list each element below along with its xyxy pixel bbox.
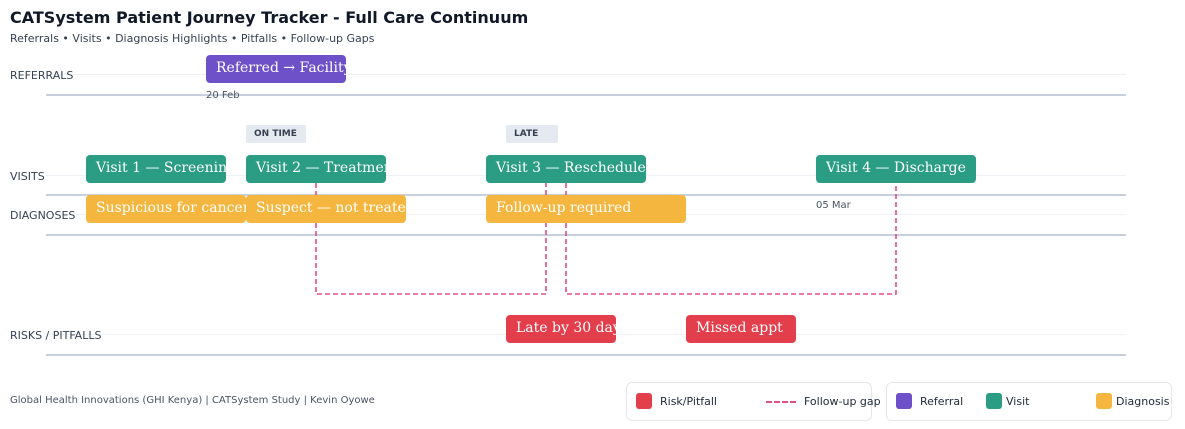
status-badge-visit-3: LATE	[506, 125, 558, 143]
visit-4-date: 05 Mar	[816, 200, 851, 211]
diagnosis-event-1[interactable]: Suspicious for cancer	[86, 195, 246, 223]
lane-label-visits: VISITS	[10, 170, 45, 183]
diagnosis-event-2[interactable]: Suspect — not treated	[246, 195, 406, 223]
lane-line-risks	[46, 354, 1126, 356]
lane-line-referrals	[46, 94, 1126, 96]
visit-event-2[interactable]: Visit 2 — Treatment	[246, 155, 386, 183]
visit-event-3[interactable]: Visit 3 — Rescheduled	[486, 155, 646, 183]
page-subtitle: Referrals • Visits • Diagnosis Highlight…	[10, 32, 375, 45]
referral-date: 20 Feb	[206, 90, 240, 101]
followup-gap-visit3-visit4	[565, 183, 897, 295]
legend-visit-label: Visit	[1006, 395, 1030, 408]
visit-event-4[interactable]: Visit 4 — Discharge	[816, 155, 976, 183]
legend-panel-right	[886, 382, 1172, 421]
followup-gap-visit2-visit3	[315, 183, 547, 295]
footer-credit: Global Health Innovations (GHI Kenya) | …	[10, 395, 375, 406]
lane-label-referrals: REFERRALS	[10, 69, 74, 82]
legend-diagnosis-swatch	[1096, 393, 1112, 409]
lane-label-diagnoses: DIAGNOSES	[10, 209, 76, 222]
lane-guide-referrals	[46, 74, 1126, 75]
risk-event-1[interactable]: Late by 30 days	[506, 315, 616, 343]
legend-gap-swatch	[766, 401, 796, 403]
diagnosis-event-3[interactable]: Follow-up required	[486, 195, 686, 223]
legend-referral-swatch	[896, 393, 912, 409]
visit-event-1[interactable]: Visit 1 — Screening	[86, 155, 226, 183]
legend-risk-swatch	[636, 393, 652, 409]
legend-risk-label: Risk/Pitfall	[660, 395, 717, 408]
page-title: CATSystem Patient Journey Tracker - Full…	[10, 8, 529, 27]
lane-line-diagnoses	[46, 234, 1126, 236]
legend-diagnosis-label: Diagnosis	[1116, 395, 1170, 408]
legend-referral-label: Referral	[920, 395, 964, 408]
legend-visit-swatch	[986, 393, 1002, 409]
referral-event[interactable]: Referred → Facility	[206, 55, 346, 83]
status-badge-visit-2: ON TIME	[246, 125, 306, 143]
lane-label-risks: RISKS / PITFALLS	[10, 329, 102, 342]
legend-gap-label: Follow-up gap	[804, 395, 881, 408]
legend-panel-left	[626, 382, 872, 421]
risk-event-2[interactable]: Missed appt	[686, 315, 796, 343]
